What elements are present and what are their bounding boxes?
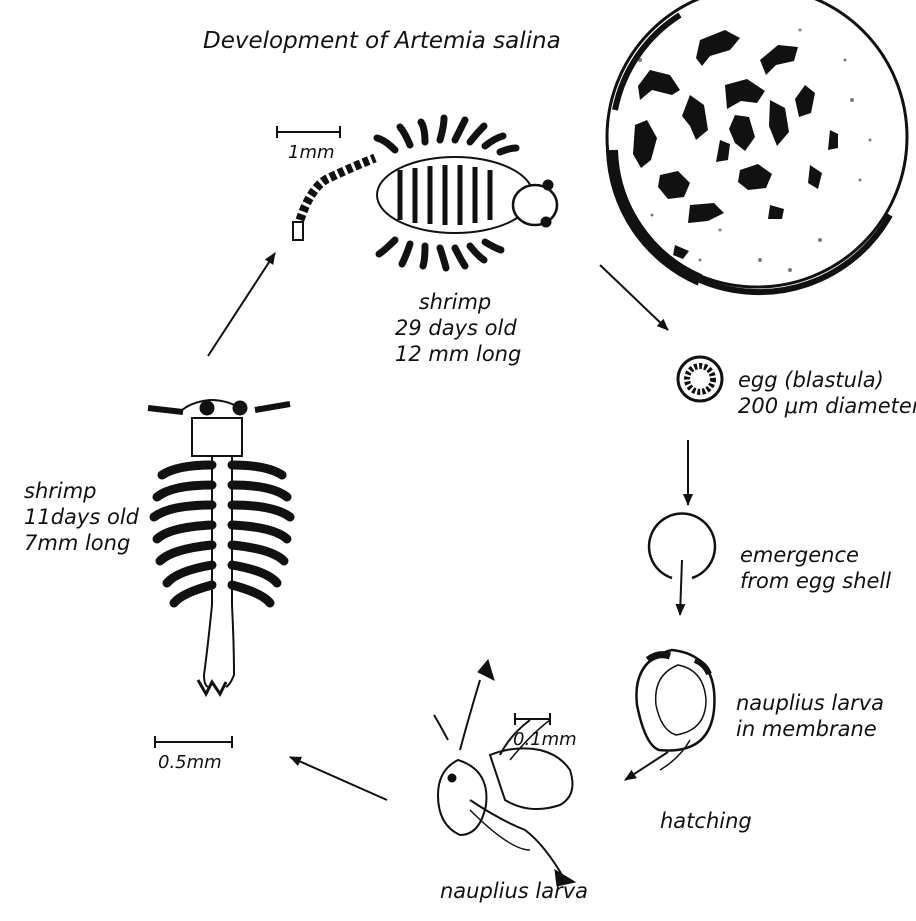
shrimp-11-length: 7mm long (24, 530, 139, 556)
hatching-label: hatching (660, 808, 752, 834)
arrow-shrimp-to-egg (600, 265, 668, 330)
egg-illustration (678, 357, 722, 401)
shrimp-29-age: 29 days old (395, 315, 515, 341)
diagram-title: Development of Artemia salina (203, 28, 561, 54)
shrimp-29-days-illustration (293, 118, 557, 268)
nauplius-larva-illustration (434, 660, 575, 886)
shrimp-11-name: shrimp (24, 478, 139, 504)
shrimp-11-days-illustration (148, 400, 290, 694)
shrimp-29-length: 12 mm long (395, 341, 515, 367)
nauplius-in-membrane-illustration (636, 650, 714, 770)
shrimp-29-name: shrimp (395, 289, 515, 315)
shrimp-11-days-label: shrimp 11days old 7mm long (24, 478, 139, 556)
scale-bar-0-5mm (155, 736, 232, 748)
emergence-line-2: from egg shell (740, 568, 891, 594)
scale-bar-1mm (277, 126, 340, 138)
arrow-emergence-to-membrane (680, 560, 682, 615)
egg-name: egg (blastula) (738, 367, 916, 393)
arrow-membrane-to-larva (625, 752, 668, 780)
nauplius-membrane-label: nauplius larva in membrane (736, 690, 884, 742)
nauplius-membrane-line-2: in membrane (736, 716, 884, 742)
microscope-field-of-view (607, 0, 907, 292)
scale-1mm-label: 1mm (288, 142, 335, 163)
emergence-line-1: emergence (740, 542, 891, 568)
nauplius-larva-label: nauplius larva (440, 878, 588, 904)
scale-0-1mm-label: 0.1mm (513, 729, 577, 750)
egg-label: egg (blastula) 200 μm diameter (738, 367, 916, 419)
scale-0-5mm-label: 0.5mm (158, 752, 222, 773)
arrow-larva-to-shrimp-11 (290, 757, 387, 800)
egg-size: 200 μm diameter (738, 393, 916, 419)
nauplius-membrane-line-1: nauplius larva (736, 690, 884, 716)
shrimp-11-age: 11days old (24, 504, 139, 530)
arrow-shrimp-11-to-shrimp-29 (208, 253, 275, 356)
emergence-label: emergence from egg shell (740, 542, 891, 594)
shrimp-29-days-label: shrimp 29 days old 12 mm long (395, 289, 515, 367)
